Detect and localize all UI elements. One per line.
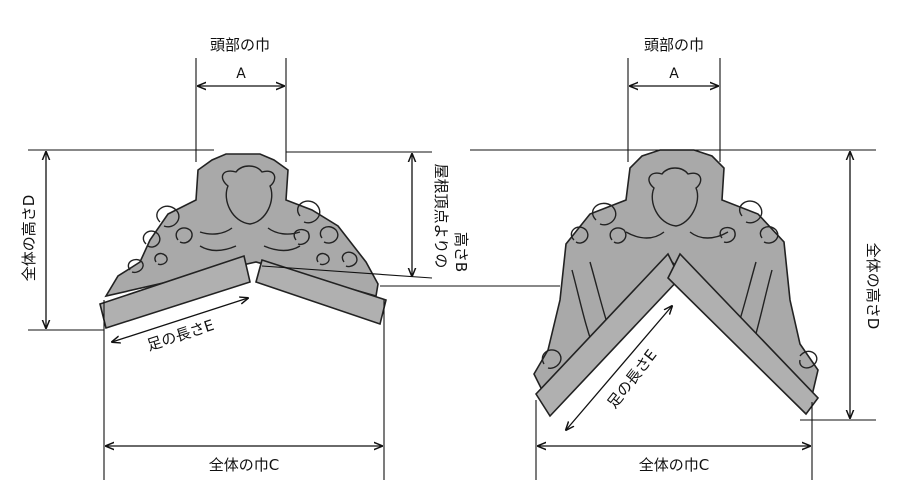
right-ornament <box>533 149 819 406</box>
left-a-label: A <box>236 66 246 82</box>
left-height-label: 全体の高さD <box>20 195 38 282</box>
right-a-label: A <box>669 66 679 82</box>
right-leg-label: 足の長さE <box>604 346 661 412</box>
left-leg-label: 足の長さE <box>145 316 217 355</box>
left-total-width-label: 全体の巾C <box>209 456 279 474</box>
right-height-label: 全体の高さD <box>864 243 882 330</box>
right-total-width-label: 全体の巾C <box>639 456 709 474</box>
left-leg-right <box>255 258 387 326</box>
left-roof-height-label-2: 高さB <box>452 232 470 272</box>
left-head-width-label: 頭部の巾 <box>210 36 270 54</box>
left-ornament <box>104 153 379 298</box>
left-figure: 頭部の巾 A 全体の高さD 屋根頂点よりの 高さB 足の長さE 全体の巾C <box>20 36 560 480</box>
right-leg-right <box>667 252 820 416</box>
right-figure: 頭部の巾 A 全体の高さD 足の長さE 全体の巾C <box>470 36 882 480</box>
right-head-width-label: 頭部の巾 <box>644 36 704 54</box>
left-roof-height-label-1: 屋根頂点よりの <box>432 164 450 269</box>
